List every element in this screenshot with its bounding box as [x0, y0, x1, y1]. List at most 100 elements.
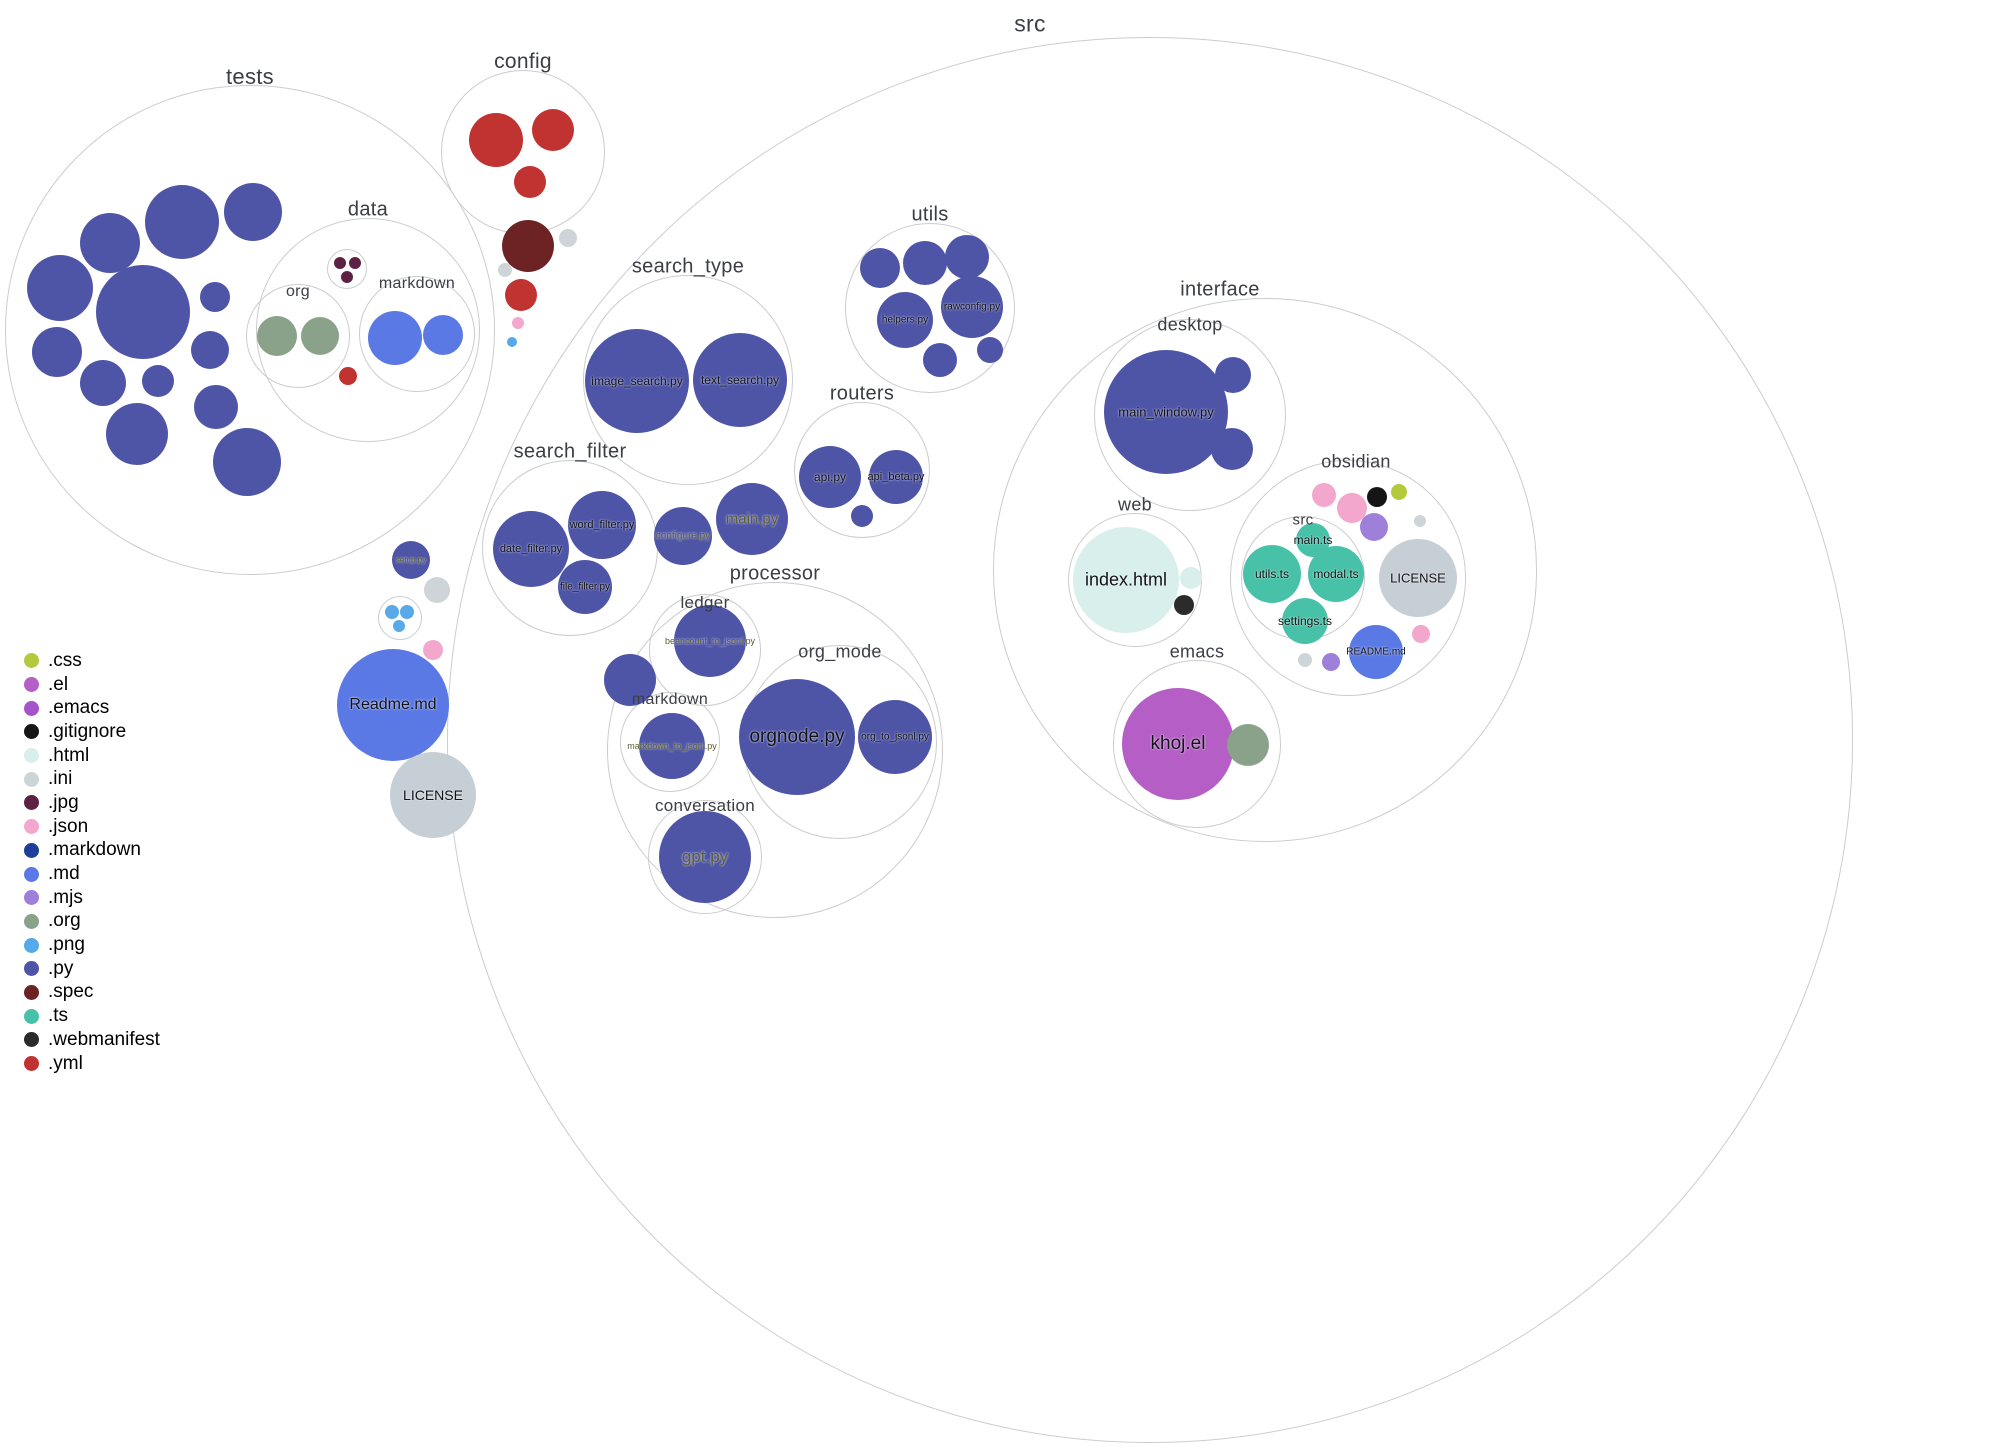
legend-swatch-icon-el: [24, 677, 39, 693]
file-circle-py: [213, 428, 281, 496]
file-label-main.ts: main.ts: [1293, 533, 1333, 547]
legend-item-png: .png: [24, 933, 160, 957]
file-circle-api.py: [799, 446, 861, 508]
folder-label-src: src: [1292, 511, 1314, 529]
file-label-license: LICENSE: [403, 787, 463, 803]
file-circle-py: [32, 327, 82, 377]
legend-label-org: .org: [48, 910, 81, 932]
file-circle-license: [1379, 539, 1457, 617]
file-circle-py: [224, 183, 282, 241]
file-circle-py: [923, 343, 957, 377]
file-circle-main_window.py: [1104, 350, 1228, 474]
legend-item-md: .md: [24, 862, 160, 886]
file-circle-main.py: [716, 483, 788, 555]
legend-item-css: .css: [24, 649, 160, 673]
legend-swatch-icon-markdown: [24, 842, 39, 858]
file-circle-py: [200, 282, 230, 312]
file-circle-py: [860, 248, 900, 288]
file-circle-json: [512, 317, 524, 329]
file-circle-json: [1412, 625, 1430, 643]
legend-label-jpg: .jpg: [48, 791, 79, 813]
legend-swatch-icon-gitignore: [24, 724, 39, 740]
folder-circle-tests: [5, 85, 495, 575]
file-label-license: LICENSE: [1390, 570, 1446, 586]
file-circle-beancount_to_jsonl.py: [674, 605, 746, 677]
legend-item-mjs: .mjs: [24, 886, 160, 910]
legend-swatch-icon-jpg: [24, 795, 39, 811]
legend-swatch-icon-ts: [24, 1008, 39, 1024]
folder-circle-processor: [607, 582, 943, 918]
legend-swatch-icon-html: [24, 748, 39, 764]
legend-item-spec: .spec: [24, 981, 160, 1005]
legend-label-webmanifest: .webmanifest: [48, 1028, 160, 1050]
folder-label-search_filter: search_filter: [513, 440, 627, 463]
folder-label-web: web: [1118, 494, 1152, 515]
file-circle-image_search.py: [585, 329, 689, 433]
legend-swatch-icon-json: [24, 819, 39, 835]
legend-item-markdown: .markdown: [24, 839, 160, 863]
file-circle-png: [507, 337, 517, 347]
file-label-helpers.py: helpers.py: [881, 314, 929, 326]
file-label-readme.md: Readme.md: [349, 696, 437, 713]
file-circle-ini: [498, 263, 512, 277]
file-label-beancount_to_jsonl.py: beancount_to_jsonl.py: [664, 636, 756, 646]
legend-label-py: .py: [48, 957, 74, 979]
folder-circle-src: [447, 37, 1853, 1443]
legend-label-yml: .yml: [48, 1052, 83, 1074]
folder-label-obsidian: obsidian: [1321, 451, 1391, 472]
folder-circle-search_type: [583, 275, 793, 485]
legend-item-yml: .yml: [24, 1052, 160, 1076]
legend-label-el: .el: [48, 673, 69, 695]
file-circle-helpers.py: [877, 292, 933, 348]
file-circle-modal.ts: [1308, 546, 1364, 602]
legend-item-html: .html: [24, 744, 160, 768]
file-circle-py: [191, 331, 229, 369]
legend-swatch-icon-md: [24, 866, 39, 882]
folder-circle-config: [441, 70, 605, 234]
legend-label-spec: .spec: [48, 981, 94, 1003]
file-circle-json: [423, 640, 443, 660]
file-circle-py: [1215, 357, 1251, 393]
folder-label-src: src: [1014, 10, 1046, 37]
file-label-word_filter.py: word_filter.py: [569, 519, 635, 531]
file-circle-date_filter.py: [493, 511, 569, 587]
file-circle-py: [145, 185, 219, 259]
file-circle-py: [903, 241, 947, 285]
file-circle-utils.ts: [1243, 545, 1301, 603]
file-label-main_window.py: main_window.py: [1118, 404, 1214, 420]
file-circle-configure.py: [654, 507, 712, 565]
legend-item-org: .org: [24, 910, 160, 934]
folder-label-config: config: [494, 50, 552, 73]
file-circle-png: [385, 605, 399, 619]
folder-label-org: org: [285, 283, 311, 300]
legend-swatch-icon-webmanifest: [24, 1032, 39, 1048]
folder-label-interface: interface: [1180, 278, 1260, 301]
file-label-text_search.py: text_search.py: [700, 373, 780, 387]
file-circle-orgnode.py: [739, 679, 855, 795]
legend-label-png: .png: [48, 934, 85, 956]
legend-label-html: .html: [48, 744, 90, 766]
file-circle-py: [604, 654, 656, 706]
file-circle-text_search.py: [693, 333, 787, 427]
folder-label-conversation: conversation: [655, 796, 755, 815]
file-label-main.py: main.py: [725, 510, 779, 528]
file-circle-yml: [532, 109, 574, 151]
folder-label-data: data: [347, 198, 389, 221]
file-circle-setup.py: [392, 541, 430, 579]
file-circle-py: [977, 337, 1003, 363]
folder-label-routers: routers: [829, 382, 895, 405]
file-circle-readme.md: [1349, 625, 1403, 679]
file-circle-mjs: [1360, 513, 1388, 541]
file-label-date_filter.py: date_filter.py: [499, 543, 563, 555]
file-circle-index.html: [1073, 527, 1179, 633]
legend-label-md: .md: [48, 863, 80, 885]
legend-swatch-icon-emacs: [24, 700, 39, 716]
legend-item-ts: .ts: [24, 1004, 160, 1028]
legend-item-py: .py: [24, 957, 160, 981]
legend-label-mjs: .mjs: [48, 886, 83, 908]
legend-swatch-icon-spec: [24, 984, 39, 1000]
legend-swatch-icon-mjs: [24, 890, 39, 906]
file-circle-py: [851, 505, 873, 527]
file-circle-json: [1312, 483, 1336, 507]
